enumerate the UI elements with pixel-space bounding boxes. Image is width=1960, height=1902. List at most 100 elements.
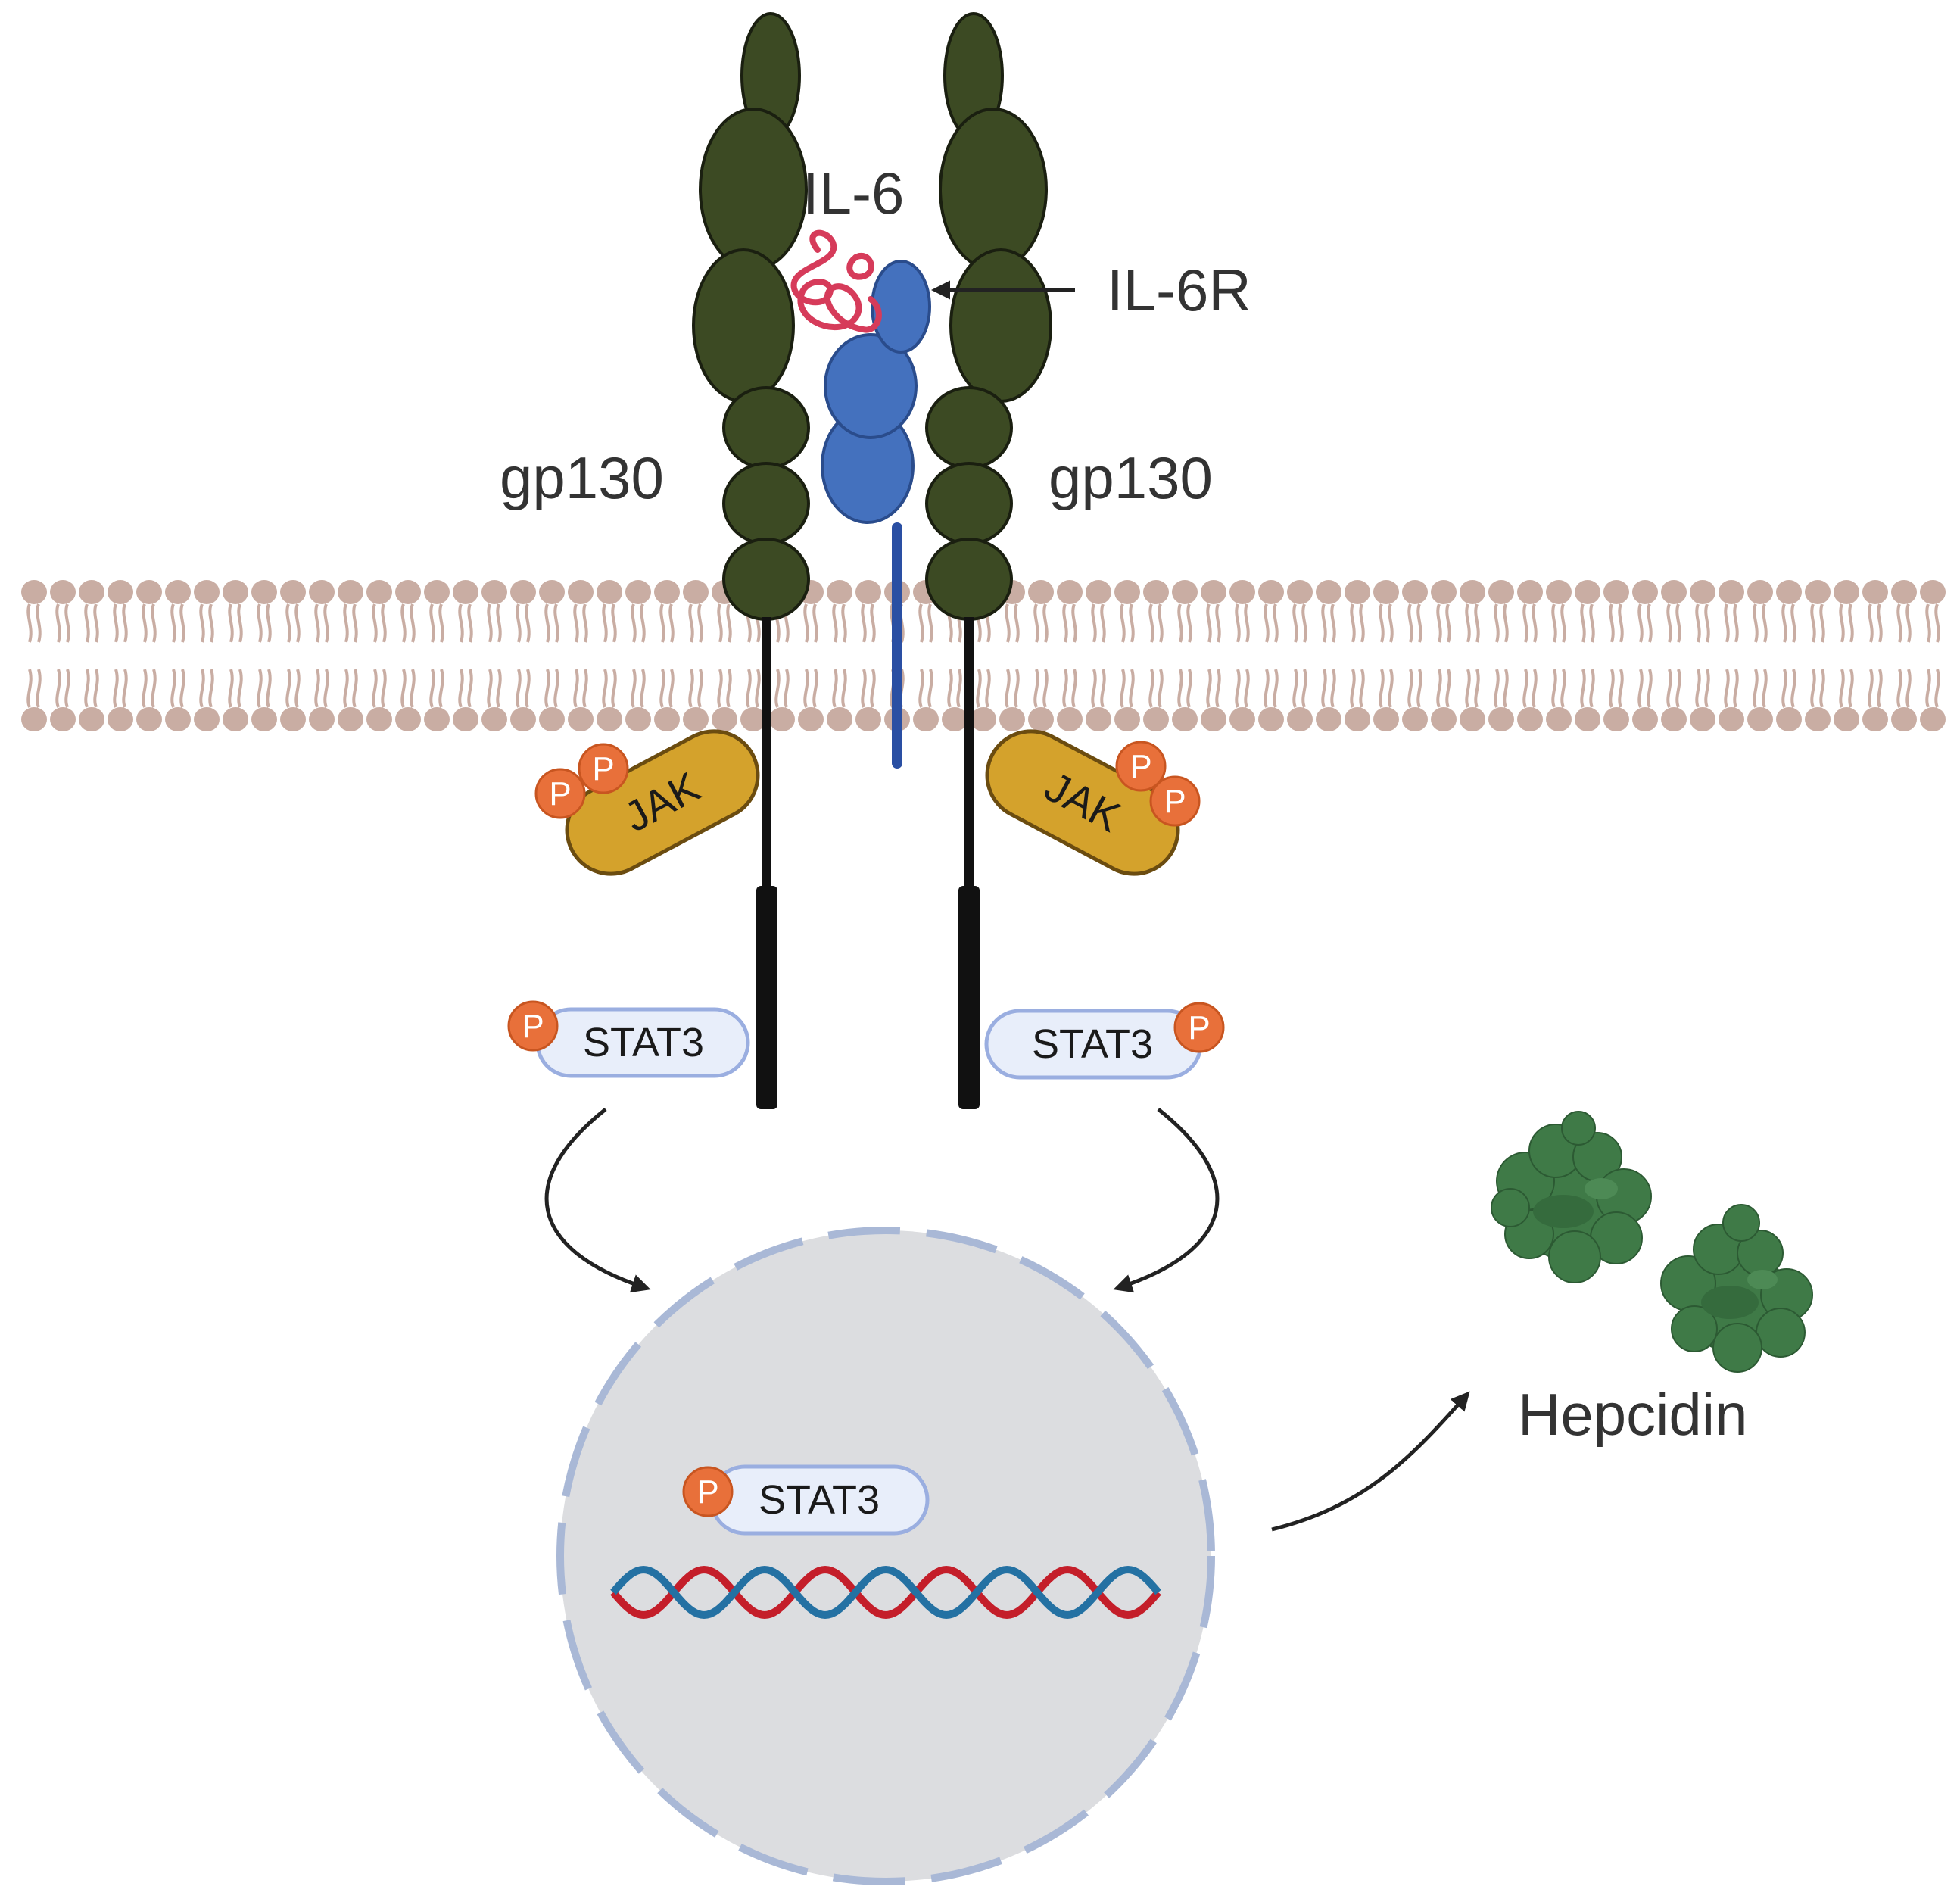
lipid-head [827, 707, 852, 731]
lipid-head [942, 707, 968, 731]
lipid-tail [611, 603, 617, 643]
lipid-tail [553, 669, 559, 708]
lipid-tail [429, 603, 435, 643]
lipid-tail [1264, 603, 1270, 643]
lipid-tail [343, 669, 349, 708]
lipid-tail [352, 669, 358, 708]
lipid-tail [1781, 669, 1787, 708]
lipid-head [1373, 580, 1399, 604]
lipid-tail [266, 603, 272, 643]
lipid-tail [870, 603, 876, 643]
lipid-tail [257, 603, 263, 643]
lipid-tail [1120, 669, 1126, 708]
lipid-head [223, 707, 248, 731]
translocation-arrow-left [544, 1108, 651, 1293]
lipid-head [1201, 580, 1226, 604]
lipid-tail [1819, 603, 1825, 643]
lipid-tail [1129, 603, 1135, 643]
lipid-tail [1091, 669, 1097, 708]
lipid-tail [1905, 603, 1912, 643]
lipid-tail [1235, 669, 1241, 708]
lipid-tail [1206, 669, 1212, 708]
lipid-tail [1494, 669, 1500, 708]
lipid-head [1114, 580, 1140, 604]
lipid-tail [602, 603, 608, 643]
lipid-head [1805, 580, 1831, 604]
lipid-head [165, 580, 191, 604]
lipid-tail [1877, 603, 1883, 643]
lipid-tail [1071, 603, 1077, 643]
lipid-tail [1810, 603, 1816, 643]
lipid-head [1690, 580, 1715, 604]
lipid-head [625, 580, 651, 604]
lipid-head [1316, 580, 1341, 604]
lipid-tail [1724, 603, 1730, 643]
lipid-tail [812, 603, 818, 643]
phospho-group: P [1173, 1002, 1225, 1053]
lipid-tail [1896, 603, 1902, 643]
lipid-head [1690, 707, 1715, 731]
lipid-tail [602, 669, 608, 708]
lipid-tail [1877, 669, 1883, 708]
il6-label: IL-6 [802, 160, 904, 226]
lipid-head [251, 580, 277, 604]
lipid-head [1891, 580, 1917, 604]
lipid-tail [496, 603, 502, 643]
lipid-tail [1244, 603, 1250, 643]
lipid-tail [496, 669, 502, 708]
phospho-group: P [1149, 775, 1201, 827]
lipid-tail [1647, 669, 1653, 708]
lipid-tail [1905, 669, 1912, 708]
lipid-tail [1042, 669, 1049, 708]
lipid-tail [199, 669, 205, 708]
lipid-head [453, 580, 478, 604]
lipid-tail [179, 603, 185, 643]
lipid-tail [659, 603, 665, 643]
stat3-label-left: STAT3 [583, 1020, 704, 1065]
lipid-tail [429, 669, 435, 708]
lipid-tail [467, 603, 473, 643]
lipid-head [913, 707, 939, 731]
phospho-label: P [1188, 1009, 1210, 1046]
lipid-tail [1129, 669, 1135, 708]
lipid-tail [525, 669, 531, 708]
lipid-tail [1379, 669, 1385, 708]
lipid-tail [1666, 603, 1672, 643]
stat3-left: STAT3 P [507, 1000, 750, 1078]
lipid-head [510, 707, 536, 731]
gp130-label-left: gp130 [500, 444, 664, 511]
lipid-head [223, 580, 248, 604]
lipid-tail [985, 669, 991, 708]
lipid-tail [1264, 669, 1270, 708]
lipid-tail [1416, 603, 1422, 643]
lipid-head [1086, 580, 1111, 604]
lipid-tail [1445, 669, 1451, 708]
lipid-head [1316, 707, 1341, 731]
stat3-right: STAT3 P [984, 1002, 1225, 1080]
lipid-head [1143, 580, 1169, 604]
lipid-tail [410, 603, 416, 643]
lipid-tail [1810, 669, 1816, 708]
lipid-head [798, 707, 824, 731]
lipid-tail [1148, 669, 1154, 708]
lipid-head [1201, 707, 1226, 731]
lipid-tail [1848, 603, 1854, 643]
lipid-tail [84, 669, 90, 708]
lipid-head [338, 707, 363, 731]
lipid-head [1747, 707, 1773, 731]
lipid-head [1603, 580, 1629, 604]
lipid-tail [976, 669, 982, 708]
lipid-tail [1359, 669, 1365, 708]
lipid-tail [170, 669, 176, 708]
lipid-tail [55, 669, 61, 708]
lipid-tail [697, 669, 703, 708]
lipid-tail [1014, 603, 1020, 643]
lipid-tail [1100, 669, 1106, 708]
lipid-tail [1868, 669, 1874, 708]
lipid-tail [93, 603, 99, 643]
lipid-tail [36, 669, 42, 708]
lipid-tail [1781, 603, 1787, 643]
lipid-head [366, 707, 392, 731]
lipid-tail [1206, 603, 1212, 643]
lipid-tail [1839, 669, 1845, 708]
